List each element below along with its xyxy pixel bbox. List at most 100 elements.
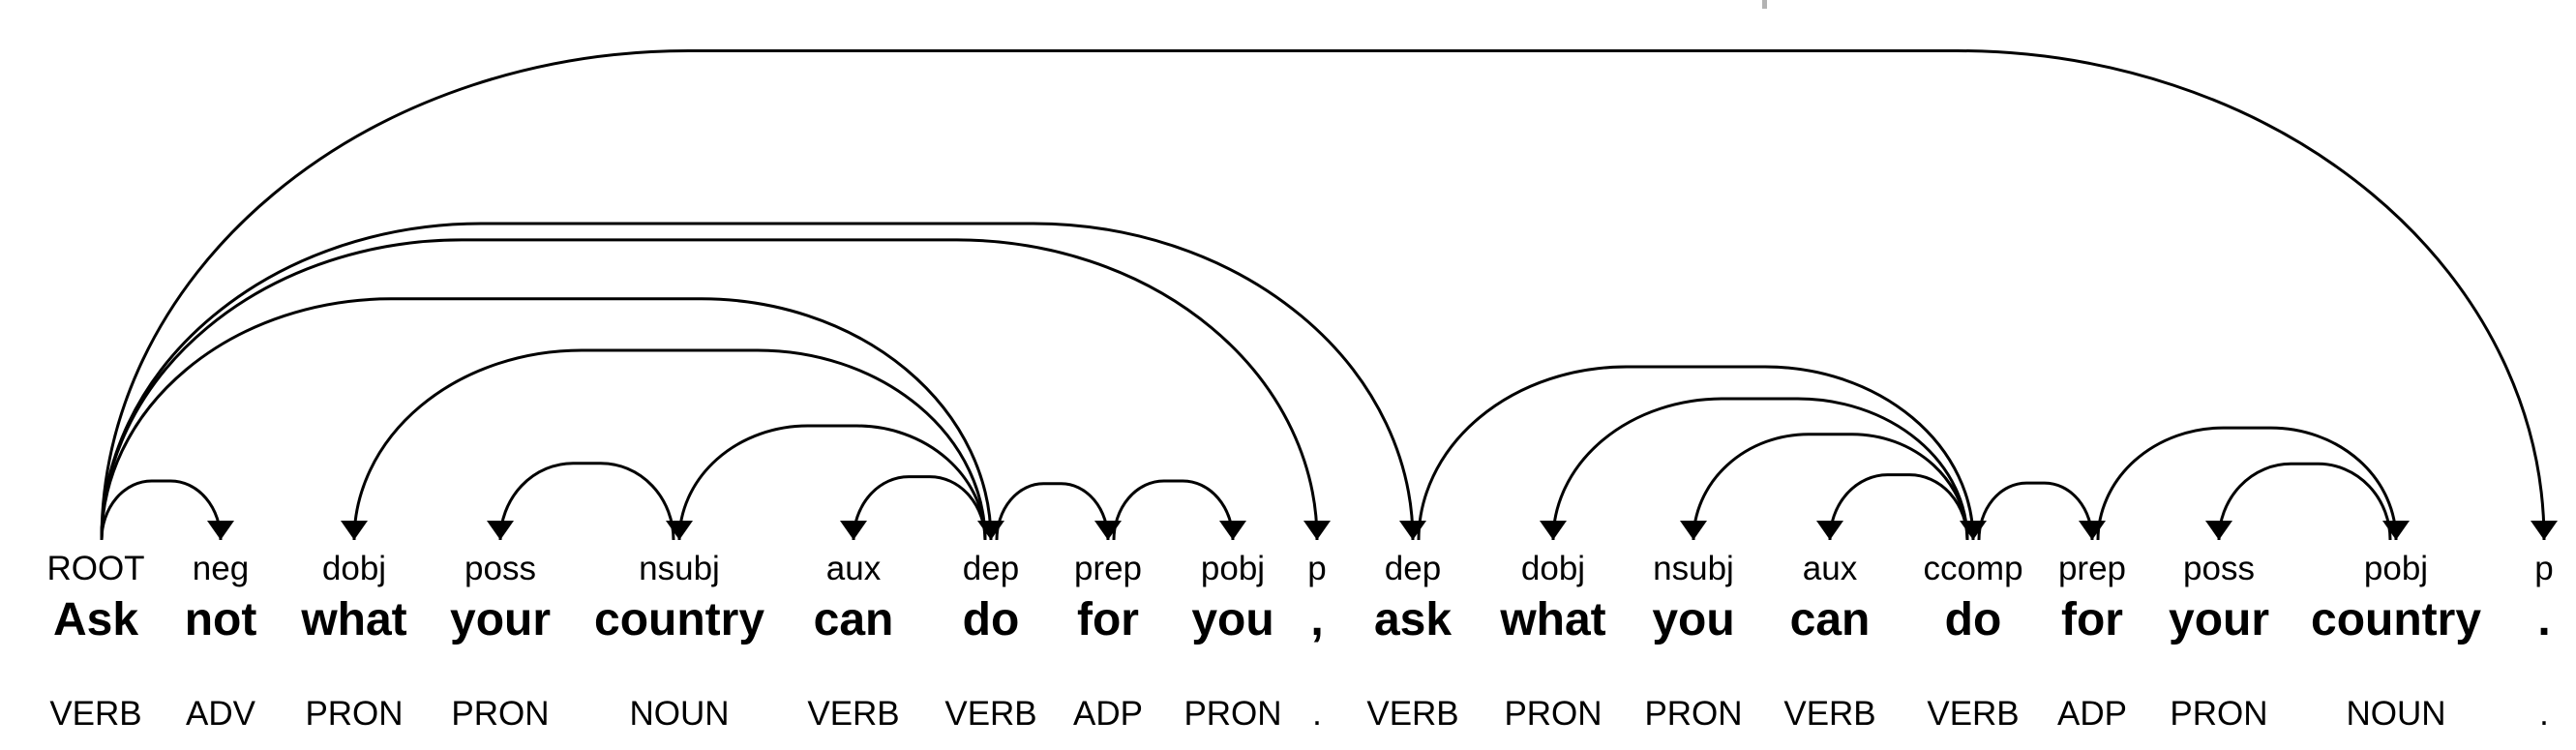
token-word: , bbox=[1310, 594, 1324, 645]
dep-label: aux bbox=[825, 550, 882, 587]
token-word: for bbox=[2061, 594, 2123, 645]
token-word: you bbox=[1191, 594, 1274, 645]
dep-label: p bbox=[2534, 550, 2554, 587]
arrowhead-icon-p bbox=[1303, 521, 1331, 540]
dep-label: neg bbox=[192, 550, 250, 587]
token-column-9: p,. bbox=[1307, 552, 1326, 731]
arrowhead-icon-dobj bbox=[1540, 521, 1567, 540]
pos-tag: NOUN bbox=[629, 695, 730, 733]
arrowhead-icon-dobj bbox=[341, 521, 368, 540]
arrowhead-icon-neg bbox=[207, 521, 234, 540]
dep-label: nsubj bbox=[639, 550, 720, 587]
arc-p bbox=[100, 49, 2546, 541]
dep-label: p bbox=[1307, 550, 1327, 587]
arc-ccomp bbox=[1417, 365, 1975, 541]
dep-label: ROOT bbox=[46, 550, 145, 587]
pos-tag: VERB bbox=[944, 695, 1037, 733]
dep-label: pobj bbox=[1200, 550, 1266, 587]
arc-pobj bbox=[2096, 426, 2398, 541]
dep-label: dobj bbox=[321, 550, 387, 587]
token-word: country bbox=[2310, 594, 2482, 645]
arrowhead-icon-pobj bbox=[2382, 521, 2410, 540]
pos-tag: VERB bbox=[807, 695, 900, 733]
arc-aux bbox=[1828, 473, 1969, 541]
token-word: for bbox=[1077, 594, 1139, 645]
pos-tag: ADV bbox=[186, 695, 255, 733]
pos-tag: . bbox=[1312, 695, 1322, 733]
token-word: do bbox=[1944, 594, 2002, 645]
arc-dep bbox=[100, 222, 1415, 541]
arrowhead-icon-aux bbox=[840, 521, 867, 540]
arc-pobj bbox=[1112, 479, 1235, 541]
token-word: what bbox=[301, 594, 407, 645]
pos-tag: NOUN bbox=[2346, 695, 2446, 733]
pos-tag: PRON bbox=[1644, 695, 1743, 733]
dep-label: nsubj bbox=[1653, 550, 1734, 587]
token-word: country bbox=[593, 594, 765, 645]
arrowhead-icon-nsubj bbox=[1680, 521, 1707, 540]
dep-label: poss bbox=[464, 550, 536, 587]
pos-tag: PRON bbox=[1183, 695, 1282, 733]
arc-dep bbox=[100, 297, 993, 541]
token-word: you bbox=[1652, 594, 1735, 645]
pos-tag: VERB bbox=[1366, 695, 1459, 733]
pos-tag: PRON bbox=[1504, 695, 1603, 733]
token-word: Ask bbox=[52, 594, 139, 645]
arc-nsubj bbox=[1692, 433, 1969, 541]
arc-dobj bbox=[1551, 397, 1969, 541]
arc-dobj bbox=[352, 348, 987, 541]
dep-label: dep bbox=[1384, 550, 1442, 587]
arrowhead-icon-poss bbox=[487, 521, 514, 540]
dep-label: prep bbox=[1073, 550, 1143, 587]
token-column-18: p.. bbox=[2534, 552, 2553, 731]
dep-label: dobj bbox=[1520, 550, 1586, 587]
arc-prep bbox=[995, 482, 1110, 541]
token-word: can bbox=[813, 594, 894, 645]
token-word: not bbox=[184, 594, 257, 645]
arc-p bbox=[100, 238, 1319, 541]
pos-tag: PRON bbox=[451, 695, 550, 733]
pos-tag: VERB bbox=[1783, 695, 1876, 733]
arrowhead-icon-p bbox=[2531, 521, 2558, 540]
dep-label: aux bbox=[1802, 550, 1858, 587]
arrowhead-icon-nsubj bbox=[666, 521, 693, 540]
pos-tag: PRON bbox=[2170, 695, 2268, 733]
pos-tag: PRON bbox=[305, 695, 404, 733]
dep-label: poss bbox=[2183, 550, 2255, 587]
arrowhead-icon-aux bbox=[1816, 521, 1843, 540]
arc-aux bbox=[852, 475, 987, 541]
token-word: do bbox=[962, 594, 1020, 645]
pos-tag: ADP bbox=[2057, 695, 2127, 733]
arc-poss bbox=[498, 462, 675, 541]
token-word: can bbox=[1789, 594, 1871, 645]
dep-label: pobj bbox=[2363, 550, 2429, 587]
stray-cursor-artifact bbox=[1762, 0, 1767, 9]
pos-tag: VERB bbox=[1927, 695, 2020, 733]
pos-tag: . bbox=[2539, 695, 2549, 733]
arrowhead-icon-poss bbox=[2205, 521, 2232, 540]
pos-tag: VERB bbox=[49, 695, 142, 733]
arc-prep bbox=[1977, 481, 2094, 541]
dep-label: prep bbox=[2057, 550, 2127, 587]
token-word: ask bbox=[1373, 594, 1453, 645]
